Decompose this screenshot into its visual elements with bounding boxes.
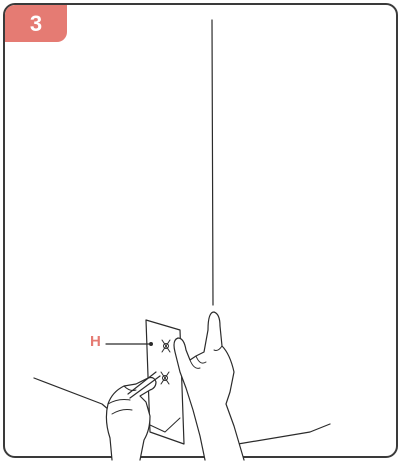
drill-mark-top [161, 339, 171, 353]
pencil [127, 371, 161, 399]
right-hand [173, 311, 245, 461]
left-hand-fingers [107, 385, 137, 415]
wall-corner-line [211, 19, 214, 306]
step-number-badge: 3 [5, 5, 67, 42]
callout-label-h: H [90, 333, 101, 350]
floor-line-right [237, 423, 331, 445]
left-hand [105, 376, 157, 461]
template-fold-line [149, 417, 181, 433]
drill-mark-bottom [160, 371, 170, 385]
right-hand-fingers [189, 345, 223, 369]
